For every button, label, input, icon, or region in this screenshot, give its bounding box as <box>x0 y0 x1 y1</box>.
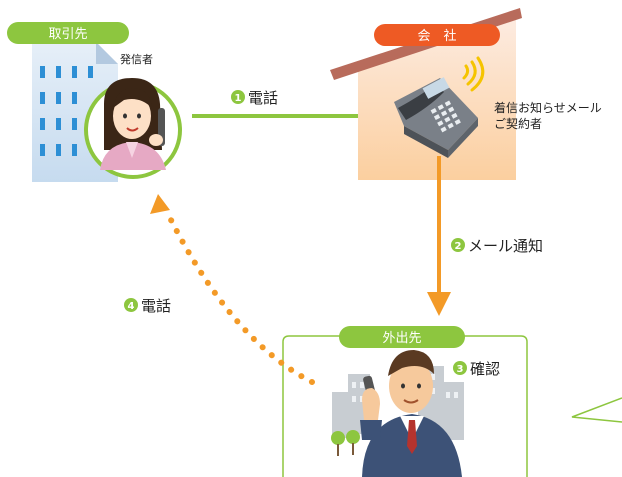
step-4-text: 電話 <box>141 297 171 315</box>
step-2-label: 2 メール通知 <box>451 237 543 255</box>
step-4-number: 4 <box>128 301 135 312</box>
building-windows <box>40 66 93 156</box>
step-3-number: 3 <box>457 364 464 375</box>
recipient-avatar <box>360 350 462 477</box>
step-2-number: 2 <box>455 241 462 252</box>
step-4-arrow <box>150 194 315 385</box>
tree-icon <box>331 430 360 456</box>
step-2-text: メール通知 <box>468 237 543 255</box>
step-1-text: 電話 <box>248 89 278 107</box>
step-4-label: 4 電話 <box>124 297 171 315</box>
company-tag: 会 社 <box>374 24 500 46</box>
desk-phone-icon <box>394 77 478 158</box>
ringing-icon <box>462 56 485 92</box>
step-2-arrow <box>427 156 451 316</box>
step-3-label: 3 確認 <box>453 360 500 378</box>
caller-avatar <box>84 78 182 179</box>
company-tag-label: 会 社 <box>417 28 456 44</box>
step-1-number: 1 <box>235 93 242 104</box>
outside-tag-label: 外出先 <box>382 331 421 346</box>
step-1-arrow <box>192 104 384 128</box>
subscriber-label-line2: ご契約者 <box>494 116 542 131</box>
client-tag-label: 取引先 <box>48 27 87 42</box>
subscriber-label-line1: 着信お知らせメール <box>494 100 602 115</box>
step-3-text: 確認 <box>470 360 500 378</box>
caller-label: 発信者 <box>120 52 153 66</box>
speech-bubble-fragment <box>571 397 622 423</box>
step-1-label: 1 電話 <box>231 89 278 107</box>
client-tag: 取引先 <box>7 22 129 44</box>
outside-tag: 外出先 <box>339 326 465 348</box>
